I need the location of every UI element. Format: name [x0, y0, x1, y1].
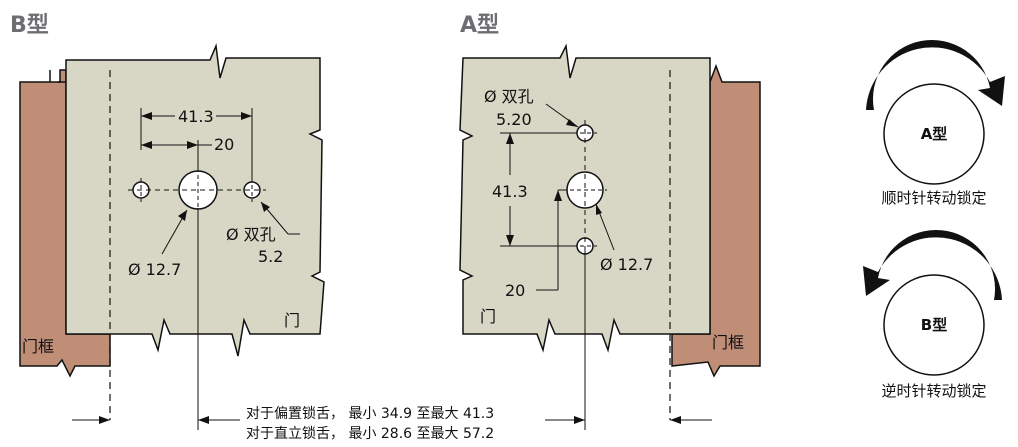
note-straight-latch: 对于直立锁舌， 最小 28.6 至最大 57.2	[246, 425, 494, 442]
clockwise-arrow-icon	[866, 40, 1005, 110]
type-b-panel: B型 41.3 20 Ø 12.7	[10, 13, 325, 420]
type-b-title: B型	[10, 13, 49, 38]
rotation-a-label: A型	[921, 125, 948, 143]
rotation-b-circle	[883, 274, 985, 376]
type-a-dim-spacing: 41.3	[492, 182, 528, 201]
type-b-main-hole-label: Ø 12.7	[128, 260, 181, 279]
type-a-dim-offset: 20	[505, 281, 525, 300]
type-a-title: A型	[460, 13, 499, 38]
type-a-twin-hole-size: 5.20	[496, 110, 532, 129]
counterclockwise-arrow-icon	[863, 229, 1002, 300]
note-offset-latch: 对于偏置锁舌， 最小 34.9 至最大 41.3	[246, 406, 494, 422]
type-b-twin-hole-label: Ø 双孔	[226, 225, 276, 244]
type-b-twin-hole-size: 5.2	[258, 247, 283, 266]
type-b-door-label: 门	[284, 311, 300, 330]
type-a-panel: A型 41.3 20 Ø 双孔 5.20	[459, 13, 761, 420]
type-b-dim-offset: 20	[214, 135, 234, 154]
rotation-b-caption: 逆时针转动锁定	[881, 382, 986, 400]
rotation-a: A型 顺时针转动锁定	[866, 40, 1005, 207]
rotation-a-circle	[883, 83, 985, 185]
type-b-door-frame	[19, 69, 111, 378]
type-a-main-hole-label: Ø 12.7	[600, 255, 653, 274]
backset-dimension: 对于偏置锁舌， 最小 34.9 至最大 41.3 对于直立锁舌， 最小 28.6…	[72, 208, 712, 442]
rotation-a-caption: 顺时针转动锁定	[881, 189, 986, 207]
type-a-frame-label: 门框	[712, 333, 744, 352]
type-a-door-label: 门	[480, 307, 496, 326]
type-b-dim-spacing: 41.3	[178, 107, 214, 126]
rotation-b-label: B型	[921, 316, 947, 334]
rotation-b: B型 逆时针转动锁定	[863, 229, 1002, 400]
type-a-twin-hole-label: Ø 双孔	[484, 87, 534, 106]
type-b-frame-label: 门框	[22, 337, 54, 356]
